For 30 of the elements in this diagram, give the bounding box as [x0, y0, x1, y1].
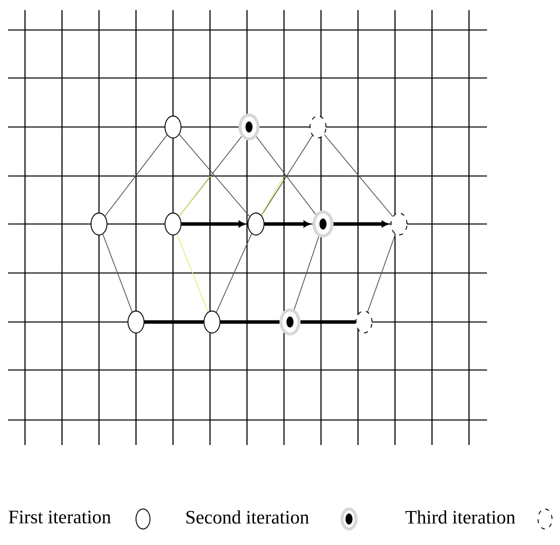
arrow — [181, 220, 246, 228]
dashed-circle-node — [310, 116, 326, 138]
connector-line — [144, 320, 204, 324]
dashed-circle-node — [390, 212, 408, 236]
connector-line — [256, 136, 316, 215]
arrow — [334, 220, 388, 228]
circle-node — [248, 212, 264, 236]
connector-line — [176, 234, 208, 312]
connector-line — [104, 134, 168, 216]
connector-line — [261, 135, 313, 216]
circle-node — [128, 310, 144, 334]
connector-line — [102, 234, 133, 312]
connector-line — [324, 134, 394, 217]
dashed-circle-node — [356, 310, 372, 334]
connector-line — [294, 236, 320, 310]
arrow — [264, 220, 310, 228]
circle-node — [164, 212, 182, 236]
connector-line — [300, 320, 356, 324]
circle-node — [90, 212, 108, 236]
dot-node — [238, 114, 260, 140]
legend-label: Third iteration — [406, 510, 516, 524]
connector-line — [367, 234, 396, 312]
connector-line — [216, 233, 252, 313]
legend-label: Second iteration — [186, 510, 309, 524]
connector-line — [220, 320, 280, 324]
dot-node — [312, 210, 334, 238]
legend-label: First iteration — [8, 510, 111, 524]
circle-node — [164, 116, 182, 138]
dot-node — [280, 308, 300, 336]
circle-node — [204, 310, 220, 334]
